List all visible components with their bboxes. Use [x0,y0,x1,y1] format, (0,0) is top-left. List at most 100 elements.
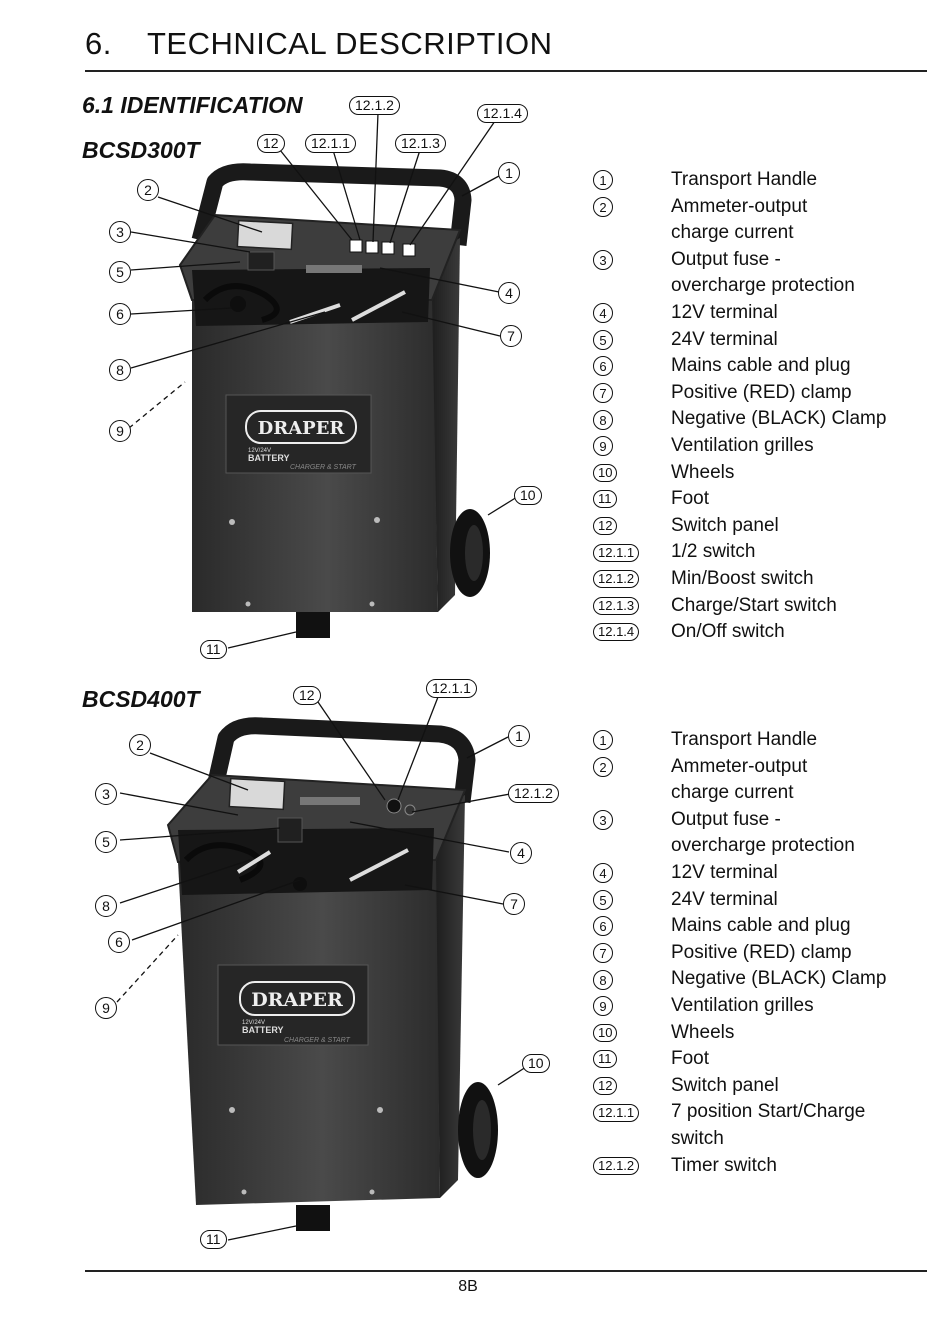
legend-number-badge: 3 [593,250,613,271]
legend-number-badge: 6 [593,356,613,377]
legend-number-badge: 12 [593,1077,618,1096]
legend-text: Positive (RED) clamp [671,941,852,963]
callout-10: 10 [522,1054,550,1073]
legend-number-badge: 1 [593,170,613,191]
legend-number-badge: 9 [593,436,613,457]
legend-number: 10 [593,1020,671,1047]
legend-number-badge: 11 [593,490,617,509]
callout-5: 5 [95,831,117,853]
section-number: 6. [85,26,112,61]
legend-number: 2 [593,194,671,221]
legend-text: Charge/Start switch [671,594,837,616]
legend-text: 7 position Start/Charge switch [671,1101,866,1149]
callout-11: 11 [200,1230,227,1249]
legend-number-badge: 10 [593,1023,618,1042]
legend-text: 24V terminal [671,888,778,910]
callout-8: 8 [95,895,117,917]
legend-text: 1/2 switch [671,541,756,563]
legend-text: Output fuse - overcharge protection [671,248,855,297]
legend-text: Transport Handle [671,729,818,750]
section-title: TECHNICAL DESCRIPTION [147,26,553,61]
panel-charger-400: CHARGER & START [284,1037,351,1044]
legend-number-badge: 12.1.3 [593,596,640,615]
legend-number-badge: 11 [593,1050,617,1069]
legend-number: 12.1.4 [593,619,671,646]
legend-number: 12.1.2 [593,566,671,593]
legend-text: On/Off switch [671,621,785,643]
legend-number: 5 [593,327,671,354]
legend-number-badge: 8 [593,969,613,990]
legend-text: Negative (BLACK) Clamp [671,408,887,430]
brand-logo-400: DRAPER [251,989,343,1011]
legend-text: Transport Handle [671,169,818,190]
legend-text: Switch panel [671,514,779,536]
legend-number: 6 [593,353,671,380]
legend-item: 12.1.3 Charge/Start switch [593,593,923,620]
callout-2: 2 [137,179,159,201]
callout-1: 1 [508,725,530,747]
legend-number: 12 [593,1073,671,1100]
callout-4: 4 [498,282,520,304]
legend-number-badge: 12.1.1 [593,1103,640,1122]
legend-number: 9 [593,433,671,460]
legend-item: 12.1.1 1/2 switch [593,539,923,566]
legend-number: 10 [593,460,671,487]
legend-text: 12V terminal [671,301,778,323]
legend-number: 3 [593,247,671,274]
legend-number: 12.1.2 [593,1153,671,1180]
panel-battery-300: BATTERY [248,453,290,463]
callout-12-1-2: 12.1.2 [508,784,559,803]
legend-number: 5 [593,887,671,914]
callout-9: 9 [95,997,117,1019]
legend-number-badge: 12.1.2 [593,1156,640,1175]
legend-text: Ventilation grilles [671,994,814,1016]
legend-number-badge: 4 [593,863,613,884]
legend-number-badge: 12 [593,517,618,536]
callout-12-1-4: 12.1.4 [477,104,528,123]
legend-number: 11 [593,486,671,513]
callout-4: 4 [510,842,532,864]
legend-number: 12 [593,513,671,540]
legend-number: 9 [593,993,671,1020]
legend-number: 4 [593,300,671,327]
legend-item: 12.1.1 7 position Start/Charge switch [593,1099,923,1152]
legend-text: Foot [671,1048,710,1070]
legend-text: Ammeter-output charge current [671,755,808,804]
legend-text: 12V terminal [671,861,778,883]
panel-battery-400: BATTERY [242,1025,284,1035]
legend-number-badge: 6 [593,916,613,937]
legend-text: Min/Boost switch [671,567,814,589]
legend-number: 1 [593,167,671,194]
legend-number-badge: 12.1.1 [593,543,640,562]
legend-item: 4 12V terminal [593,860,923,887]
legend-text: Ammeter-output charge current [671,195,808,244]
legend-item: 5 24V terminal [593,887,923,914]
legend-number: 6 [593,913,671,940]
legend-number-badge: 5 [593,889,613,910]
brand-logo-300: DRAPER [258,418,346,439]
legend-number: 11 [593,1046,671,1073]
legend-number-badge: 2 [593,196,613,217]
callout-12-1-2: 12.1.2 [349,96,400,115]
legend-number: 4 [593,860,671,887]
callout-12-1-3: 12.1.3 [395,134,446,153]
callout-3: 3 [109,221,131,243]
charger-illustration-bcsd400t: DRAPER 12V/24V BATTERY CHARGER & START [166,717,498,1231]
legend-number: 1 [593,727,671,754]
legend-number: 12.1.3 [593,593,671,620]
